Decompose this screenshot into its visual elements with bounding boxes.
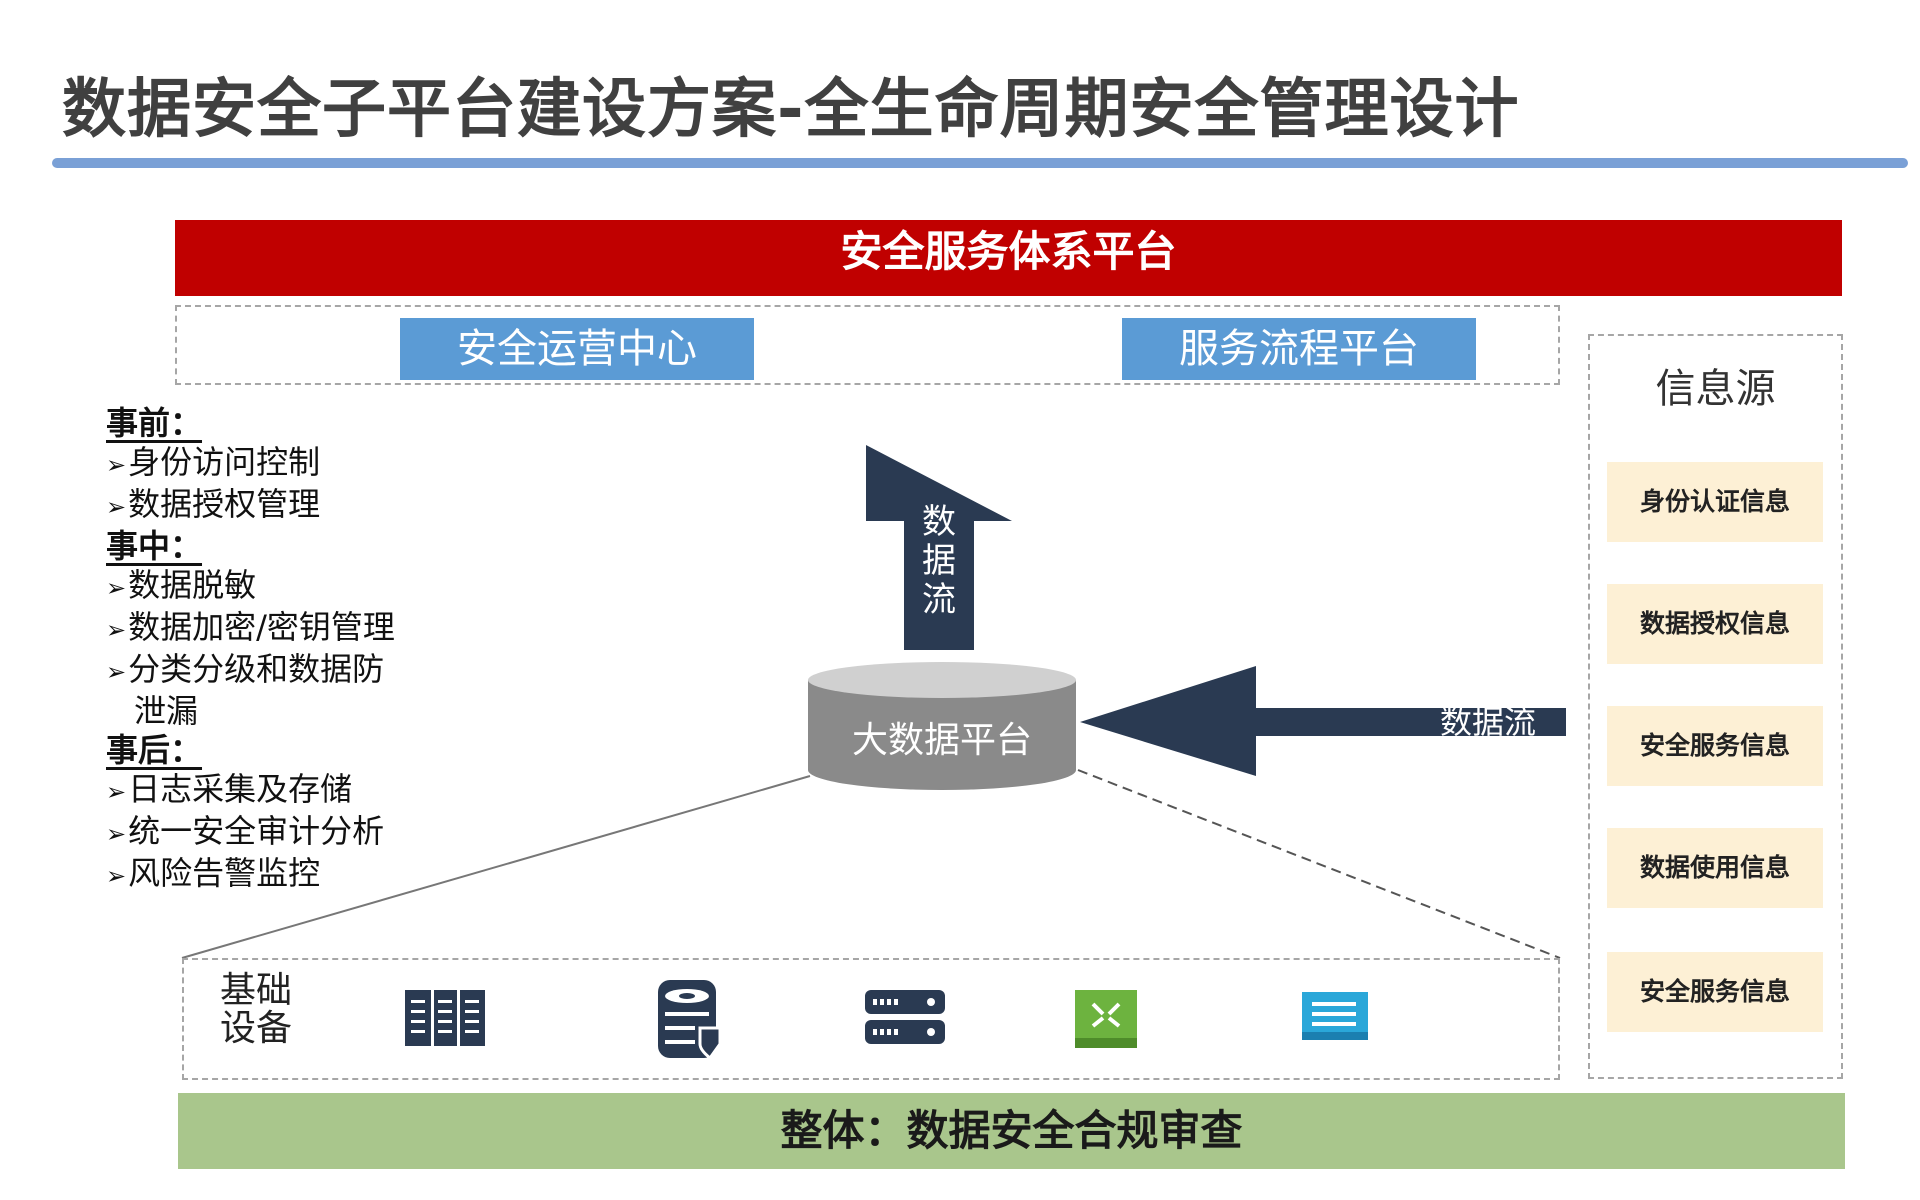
info-source-title: 信息源 (1655, 366, 1776, 412)
database-security-icon (658, 980, 722, 1061)
info-source-group (1588, 334, 1843, 1079)
phase-during-heading: 事中： (106, 527, 203, 565)
security-ops-center-box: 安全运营中心 (400, 318, 754, 380)
infrastructure-label: 基础 设备 (220, 972, 292, 1048)
phase-before-heading: 事前： (106, 404, 203, 442)
phase-item: 日志采集及存储 (106, 770, 395, 812)
info-item-security-service-2: 安全服务信息 (1607, 952, 1823, 1032)
funnel-right-line (1077, 769, 1561, 959)
overall-compliance-bar: 整体：数据安全合规审查 (178, 1093, 1845, 1169)
infrastructure-label-line-2: 设备 (220, 1008, 293, 1049)
big-data-cylinder-body (808, 680, 1076, 790)
info-item-security-service: 安全服务信息 (1607, 706, 1823, 786)
info-item-authorization: 数据授权信息 (1607, 584, 1823, 664)
info-item-data-usage: 数据使用信息 (1607, 828, 1823, 908)
title-divider (52, 158, 1908, 168)
phase-item: 风险告警监控 (106, 854, 395, 896)
up-arrow-char-2: 据 (922, 541, 956, 581)
phase-after-heading: 事后： (106, 731, 203, 769)
up-arrow-char-3: 流 (922, 580, 956, 620)
server-rack-icon (405, 990, 485, 1046)
up-arrow-char-1: 数 (922, 502, 956, 542)
network-switch-icon (865, 990, 945, 1044)
infrastructure-devices-group (182, 958, 1560, 1080)
funnel-left-line (181, 775, 811, 959)
top-services-group (175, 305, 1560, 385)
phase-item-continuation: 泄漏 (134, 692, 199, 730)
phase-item: 统一安全审计分析 (106, 812, 395, 854)
big-data-platform-label: 大数据平台 (852, 720, 1032, 761)
page-title: 数据安全子平台建设方案-全生命周期安全管理设计 (62, 73, 1520, 147)
security-service-banner: 安全服务体系平台 (175, 220, 1842, 296)
left-arrow-label: 数据流 (1440, 703, 1536, 741)
phase-item: 数据加密/密钥管理 (106, 608, 395, 650)
router-icon (1075, 990, 1137, 1048)
phase-item: 数据脱敏 (106, 566, 395, 608)
phase-item: 身份访问控制 (106, 443, 395, 485)
infrastructure-label-line-1: 基础 (220, 970, 293, 1011)
phase-item: 分类分级和数据防 (106, 650, 395, 692)
firewall-switch-icon (1302, 992, 1368, 1040)
service-process-platform-box: 服务流程平台 (1122, 318, 1476, 380)
leftward-data-flow-arrow (1080, 666, 1566, 776)
big-data-cylinder-top (808, 662, 1076, 698)
phase-item: 数据授权管理 (106, 485, 395, 527)
upward-data-flow-arrow (866, 445, 1012, 650)
lifecycle-phase-list: 事前： 身份访问控制 数据授权管理 事中： 数据脱敏 数据加密/密钥管理 分类分… (106, 404, 395, 896)
info-item-identity: 身份认证信息 (1607, 462, 1823, 542)
